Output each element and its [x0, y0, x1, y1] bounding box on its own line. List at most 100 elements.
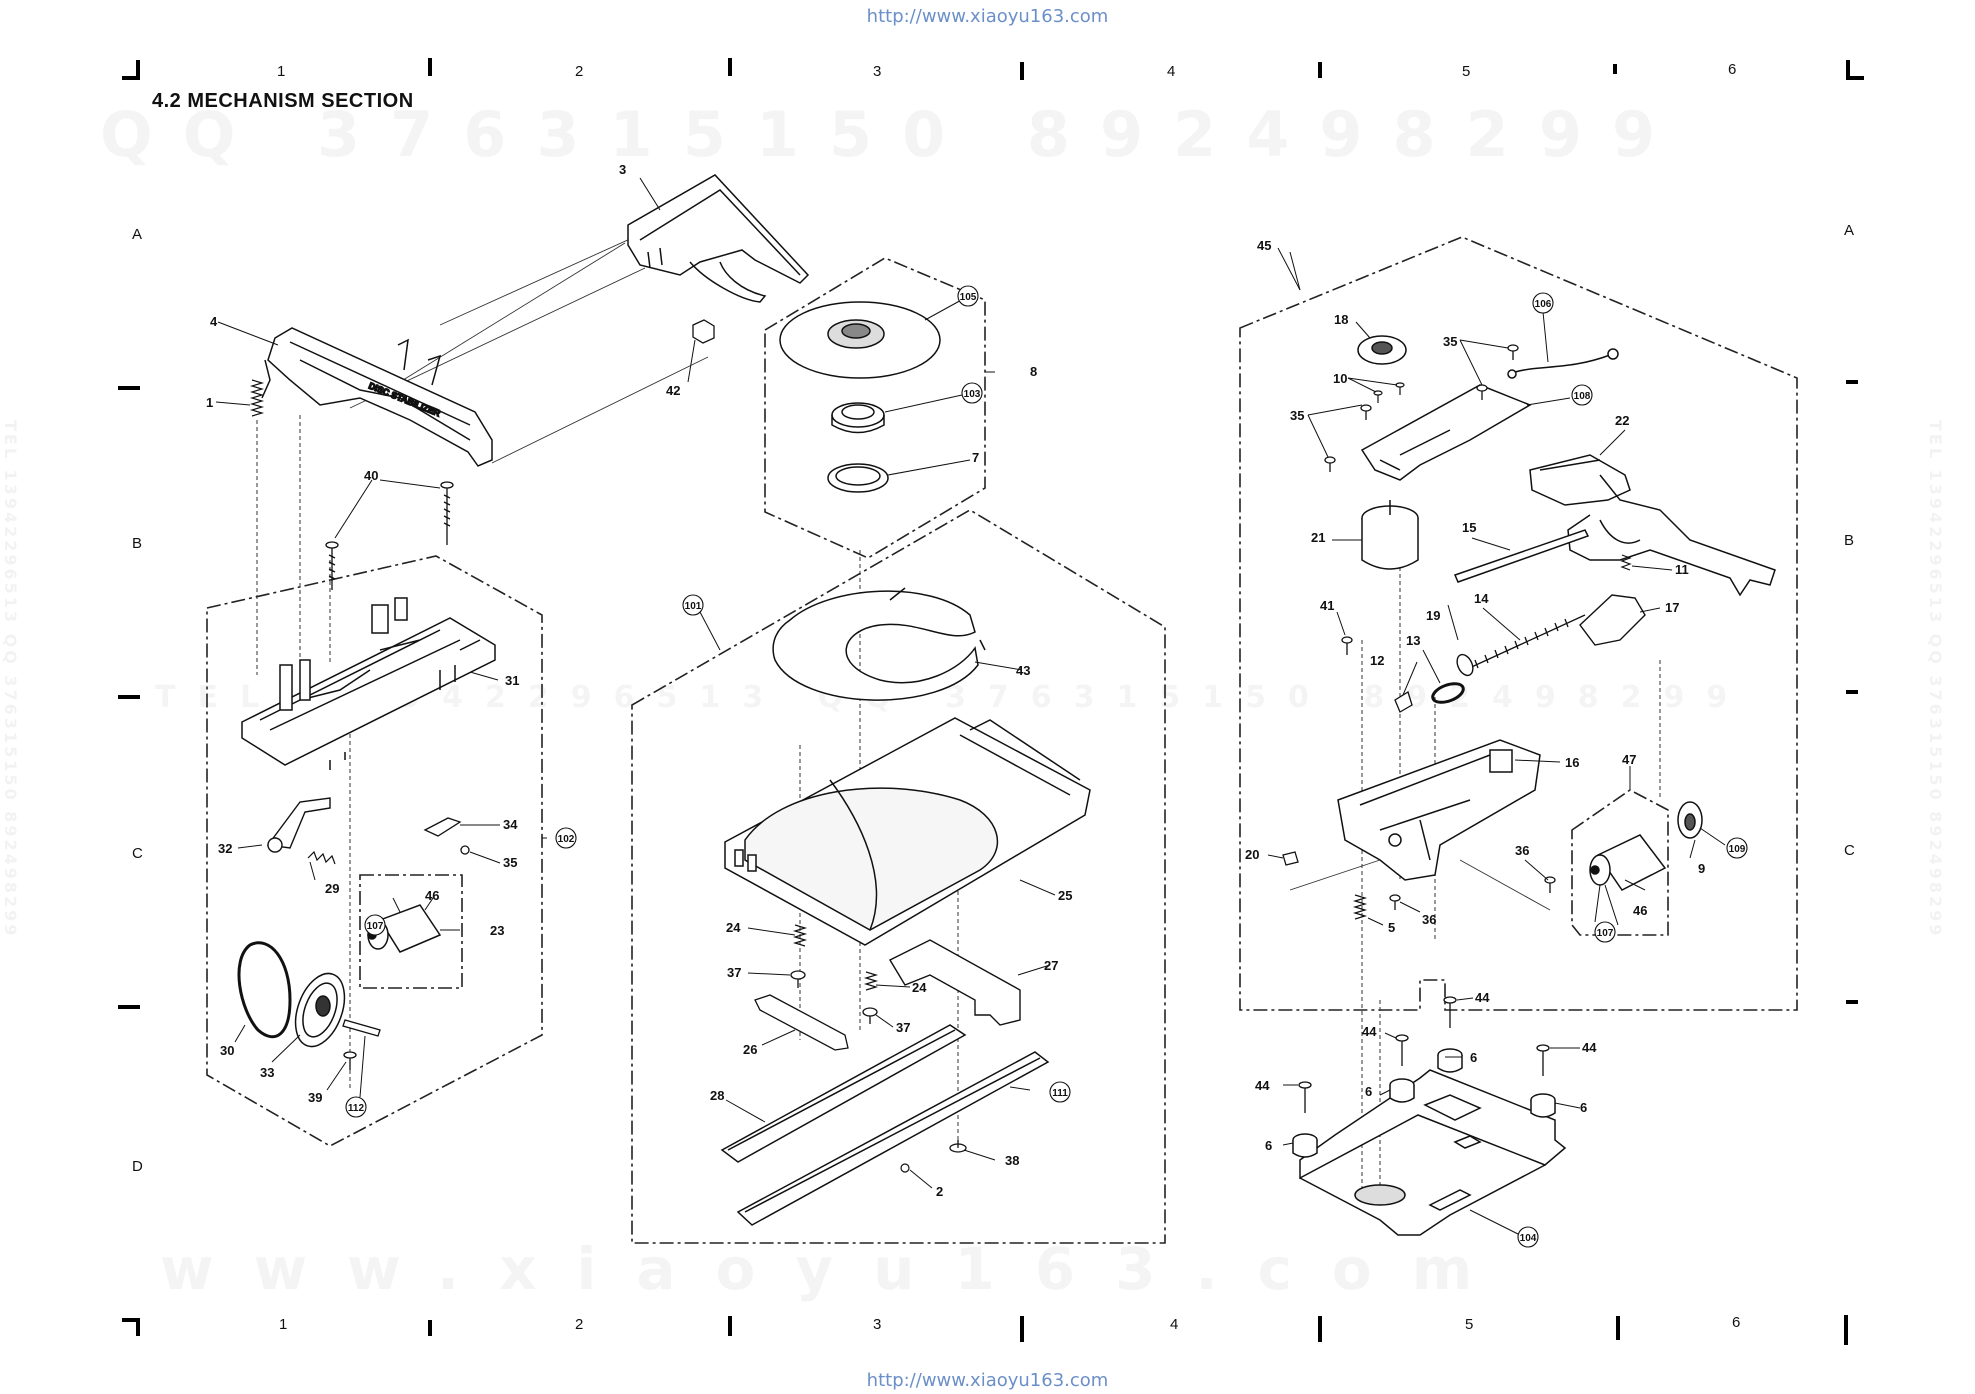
base-part-16	[1337, 739, 1541, 881]
part-label: 14	[1474, 591, 1489, 606]
gear-part-19	[1456, 653, 1474, 677]
circled-label: 108	[1574, 391, 1591, 402]
part-label: 39	[308, 1090, 322, 1105]
column-number-top: 6	[1728, 61, 1737, 78]
bracket-part-108	[1360, 384, 1532, 481]
part-label: 16	[1565, 755, 1579, 770]
part-label: 8	[1030, 364, 1037, 379]
part-label: 5	[1388, 920, 1395, 935]
part-label: 19	[1426, 608, 1440, 623]
column-number-top: 4	[1167, 63, 1176, 80]
magnet-part-42	[692, 319, 715, 344]
part-label: 29	[325, 881, 339, 896]
row-letter-right: C	[1844, 842, 1855, 859]
shaft-part-112	[342, 1019, 381, 1037]
part-label: 35	[1443, 334, 1457, 349]
screws-part-37	[790, 970, 878, 1024]
row-letter-left: C	[132, 845, 143, 862]
part-label: 12	[1370, 653, 1384, 668]
part-label: 2	[936, 1184, 943, 1199]
pickup-part-22	[1529, 454, 1776, 597]
lever-part-32	[266, 797, 331, 853]
turntable-part-105	[779, 301, 941, 379]
part-label: 45	[1257, 238, 1271, 253]
part-label: 42	[666, 383, 680, 398]
part-label: 37	[896, 1020, 910, 1035]
part-label: 24	[726, 920, 741, 935]
circled-label: 103	[964, 389, 981, 400]
circled-label: 109	[1729, 844, 1746, 855]
part-label: 44	[1582, 1040, 1597, 1055]
circled-label: 107	[367, 921, 384, 932]
spring-part-1	[249, 379, 265, 417]
part-label: 32	[218, 841, 232, 856]
part-label: 3	[619, 162, 626, 177]
row-letter-left: D	[132, 1158, 143, 1175]
motor-part-46-right	[1589, 834, 1667, 891]
column-number-top: 1	[277, 63, 286, 80]
part-label: 30	[220, 1043, 234, 1058]
chassis-part-31	[241, 597, 496, 770]
watermark-top: QQ 376315150 892498299	[100, 98, 1685, 171]
part-label: 44	[1475, 990, 1490, 1005]
ring-part-7	[827, 463, 889, 493]
part-label: 1	[206, 395, 213, 410]
part-label: 41	[1320, 598, 1334, 613]
column-number-bottom: 5	[1465, 1316, 1474, 1333]
spring-part-29	[307, 850, 336, 865]
leader-lines	[215, 177, 1726, 1236]
leadscrew-part-14	[1464, 614, 1586, 671]
source-url-top[interactable]: http://www.xiaoyu163.com	[866, 6, 1109, 27]
circled-label: 106	[1535, 299, 1552, 310]
part-label: 44	[1255, 1078, 1270, 1093]
rail-part-111	[736, 1051, 1050, 1226]
screw-part-39	[343, 1051, 357, 1070]
part-label: 9	[1698, 861, 1705, 876]
circled-reference-numbers	[345, 285, 1748, 1248]
part-label: 4	[210, 314, 218, 329]
column-number-bottom: 6	[1732, 1314, 1741, 1331]
circled-label: 112	[348, 1103, 365, 1114]
screws-part-40	[325, 481, 454, 590]
row-letter-left: A	[132, 226, 143, 243]
part-label: 7	[972, 450, 979, 465]
screws-part-10	[1373, 382, 1405, 403]
part-label: 44	[1362, 1024, 1377, 1039]
part-label: 33	[260, 1065, 274, 1080]
part-label: 36	[1422, 912, 1436, 927]
ring-part-103	[831, 402, 885, 434]
part-label: 21	[1311, 530, 1325, 545]
assembly-boundary-23	[359, 874, 463, 989]
part-label: 23	[490, 923, 504, 938]
spring-part-5	[1352, 894, 1368, 920]
base-plate-part-104	[1299, 1069, 1567, 1236]
tray-part-25	[724, 717, 1091, 946]
screw-part-41	[1341, 636, 1353, 655]
column-number-bottom: 2	[575, 1316, 584, 1333]
circled-label: 107	[1597, 928, 1614, 939]
wire-part-106	[1507, 348, 1619, 379]
circled-label: 105	[960, 292, 977, 303]
part-label: 37	[727, 965, 741, 980]
row-letter-right: B	[1844, 532, 1855, 549]
part-label: 46	[1633, 903, 1647, 918]
source-url-bottom[interactable]: http://www.xiaoyu163.com	[866, 1370, 1109, 1391]
part-label: 10	[1333, 371, 1347, 386]
assembly-boundaries	[206, 236, 1798, 1244]
part-numbers: 4 1 40 31 32 29 34 35 46 23 30 33 39 3 4…	[206, 162, 1705, 1199]
part-label: 38	[1005, 1153, 1019, 1168]
shaft-part-15	[1453, 529, 1590, 583]
circled-label: 111	[1052, 1088, 1068, 1099]
ball-part-2	[900, 1163, 910, 1173]
screws-part-44	[1298, 996, 1550, 1113]
part-label: 46	[425, 888, 439, 903]
screw-part-38	[949, 1140, 967, 1153]
lever-part-34	[423, 817, 470, 855]
column-number-bottom: 1	[279, 1316, 288, 1333]
part-label: 24	[912, 980, 927, 995]
insulators-part-6	[1292, 1048, 1556, 1158]
lever-part-27	[889, 939, 1021, 1026]
part-label: 17	[1665, 600, 1679, 615]
gear-part-9	[1677, 801, 1703, 839]
